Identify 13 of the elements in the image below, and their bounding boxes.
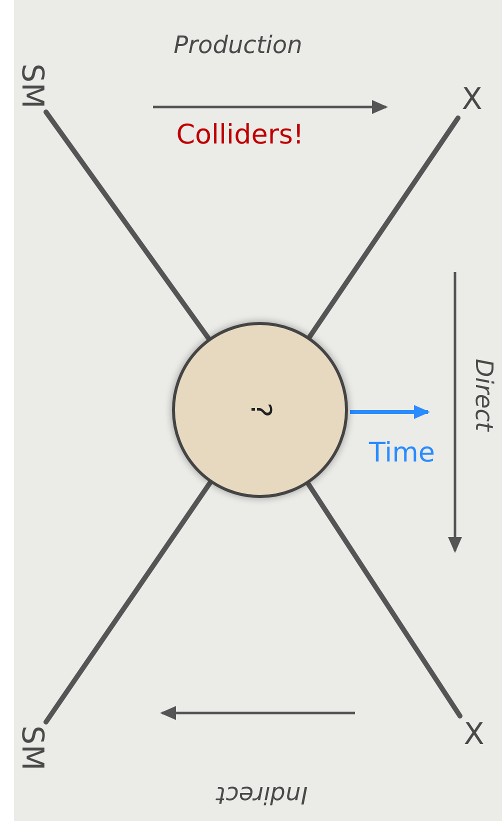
particle-label: SM	[16, 60, 46, 112]
method-label: Colliders!	[176, 122, 304, 148]
particle-label: SM	[16, 722, 46, 774]
axis-label: Time	[368, 440, 436, 466]
connector-line	[306, 481, 462, 718]
particle-label: X	[460, 716, 488, 754]
connector-line	[44, 110, 212, 342]
connector-line	[306, 116, 460, 340]
connector-line	[44, 480, 213, 724]
particle-label: X	[458, 82, 486, 118]
axis-label: Indirect	[216, 783, 308, 807]
axis-label: Production	[174, 33, 302, 57]
axis-label: Direct	[472, 358, 496, 432]
